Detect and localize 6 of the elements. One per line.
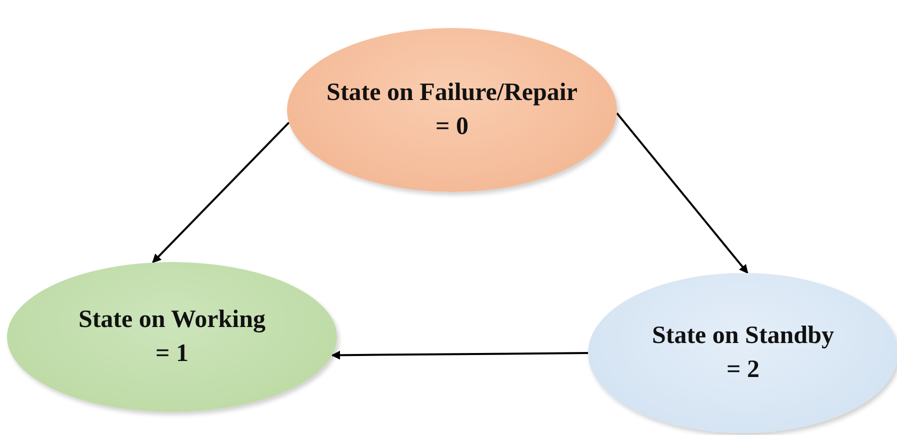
state-label: State on Standby = 2 [651,321,835,385]
arrow [152,122,290,264]
state-label: State on Working = 1 [77,305,267,369]
arrow [616,112,748,274]
arrow [331,350,588,360]
state-label: State on Failure/Repair = 0 [326,78,578,142]
